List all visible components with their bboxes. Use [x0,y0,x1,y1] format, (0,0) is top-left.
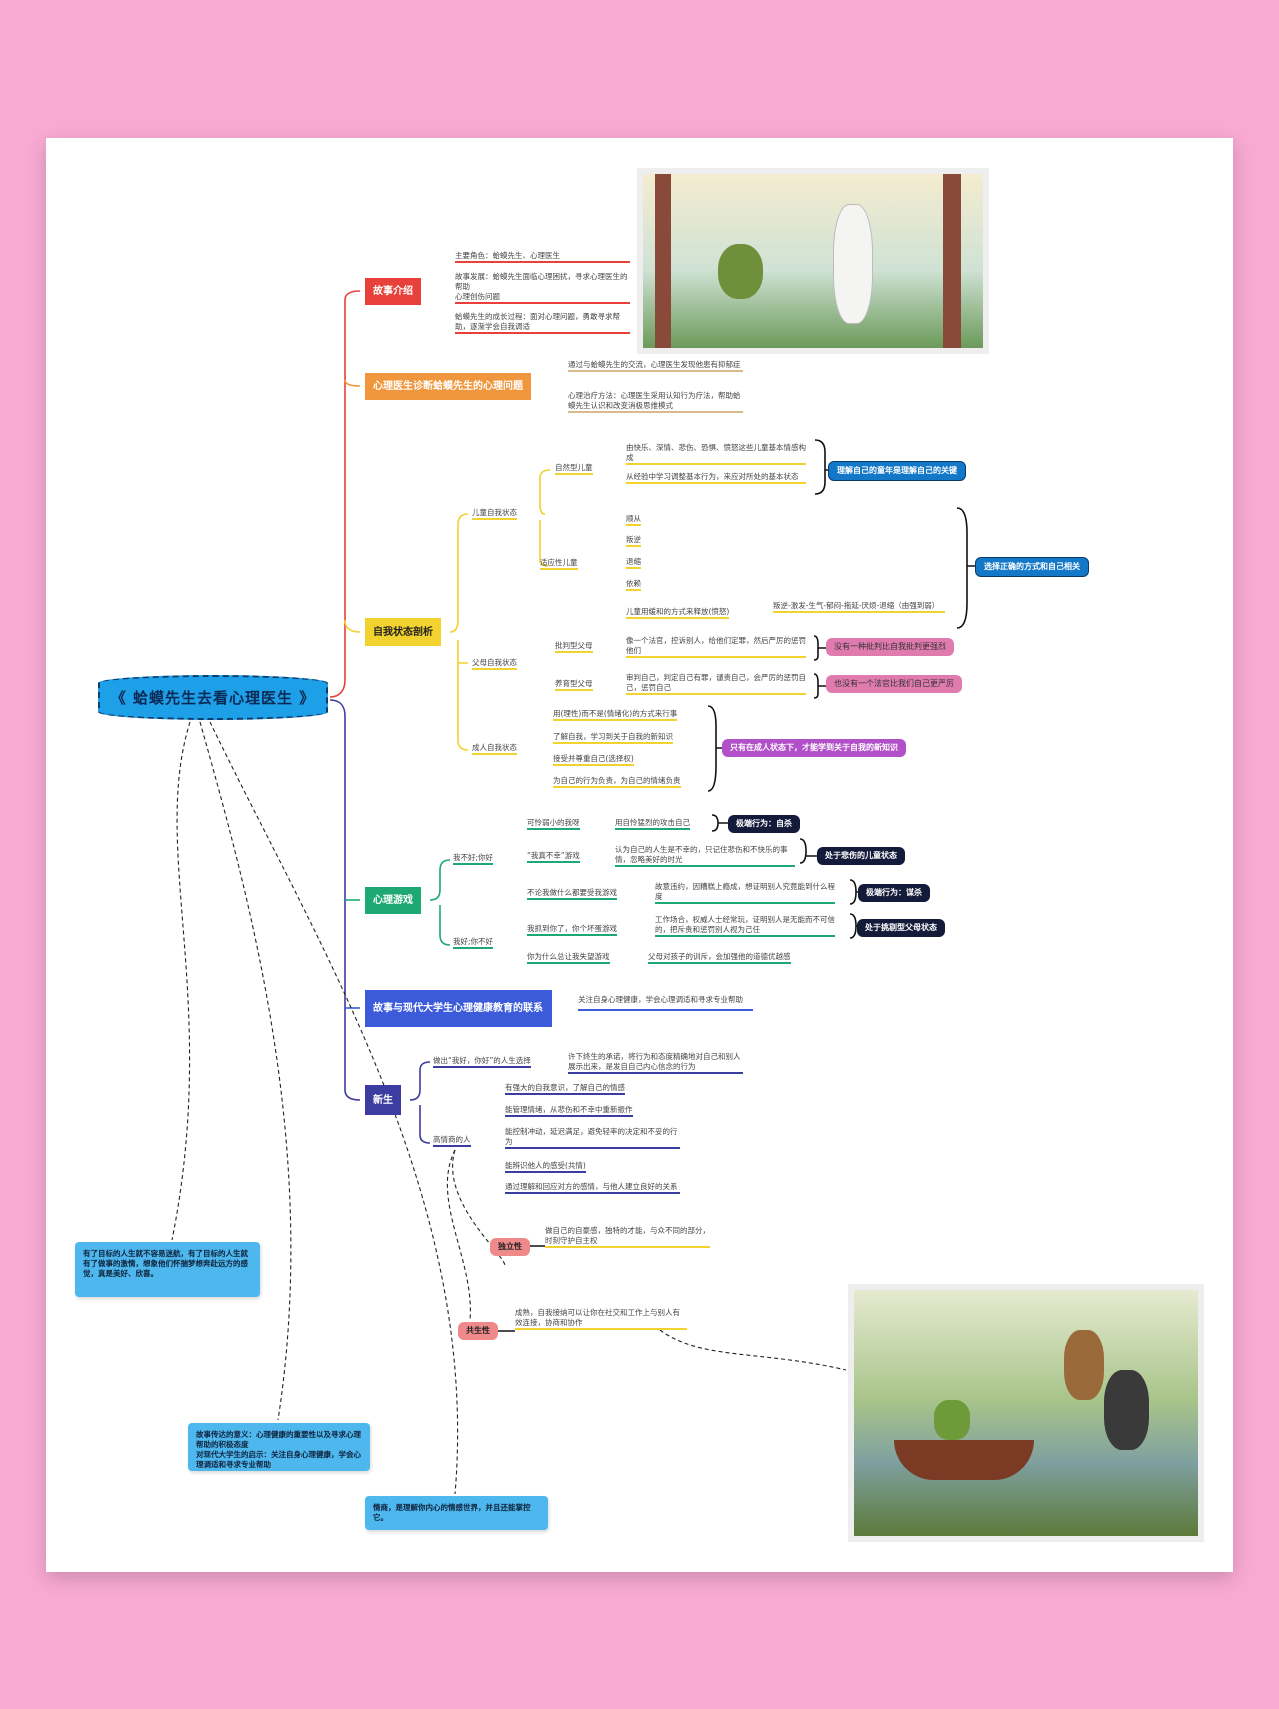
note-eq: 情商，是理解你内心的情感世界，并且还能掌控它。 [365,1496,548,1530]
diagnosis-item: 通过与蛤蟆先生的交流，心理医生发现他患有抑郁症 [568,360,743,372]
topic-ego-states[interactable]: 自我状态剖析 [365,618,441,646]
note-goal: 有了目标的人生就不容易迷航，有了目标的人生就有了做事的激情，想象他们怀揣梦想奔赴… [75,1242,260,1297]
adaptive-item: 退缩 [626,557,641,569]
critical-parent: 批判型父母 [555,641,593,653]
game-group: 我不好;你好 [453,853,494,865]
symbiosis-node: 共生性 [458,1322,498,1340]
otter-figure [1064,1330,1104,1400]
game-summary: 处于悲伤的儿童状态 [817,847,905,865]
eq-item: 通过理解和回应对方的感情，与他人建立良好的关系 [505,1182,680,1194]
eq-item: 能控制冲动，延迟满足，避免轻率的决定和不妥的行为 [505,1127,680,1149]
adult-item: 用(理性)而不是(情绪化)的方式来行事 [553,709,678,721]
life-choice: 做出“我好，你好”的人生选择 [433,1056,531,1068]
heron-figure [833,204,873,324]
adaptive-detail: 叛逆-激发-生气-郁闷-拖延-厌烦-退缩（由强到弱） [773,601,945,613]
adaptive-item: 顺从 [626,514,641,526]
game-detail: 工作场合，权威人士经常玩，证明别人是无能而不可信的，把斥责和惩罚别人视为己任 [655,915,835,937]
game: 不论我做什么都要受我游戏 [527,888,617,900]
game: 我抓到你了，你个坏蛋游戏 [527,924,617,936]
story-item: 主要角色：蛤蟆先生、心理医生 [455,251,630,263]
game-detail: 认为自己的人生是不幸的，只记住悲伤和不快乐的事情，忽略美好的时光 [615,845,795,867]
note-meaning: 故事传达的意义：心理健康的重要性以及寻求心理帮助的积极态度 对现代大学生的启示：… [188,1423,370,1471]
story-item: 蛤蟆先生的成长过程：面对心理问题，勇敢寻求帮助，逐渐学会自我调适 [455,312,630,334]
natural-child-item: 从经验中学习调整基本行为，来应对所处的基本状态 [626,472,806,484]
topic-rebirth[interactable]: 新生 [365,1085,401,1115]
root-title: 《 蛤蟆先生去看心理医生 》 [110,689,316,707]
story-item: 故事发展：蛤蟆先生面临心理困扰，寻求心理医生的帮助 心理创伤问题 [455,272,630,304]
topic-label: 心理医生诊断蛤蟆先生的心理问题 [373,381,523,392]
summary-critical: 没有一种批判比自我批判更强烈 [826,638,954,656]
adaptive-item: 叛逆 [626,535,641,547]
natural-child: 自然型儿童 [555,463,593,475]
adaptive-item: 依赖 [626,579,641,591]
topic-label: 自我状态剖析 [373,626,433,638]
adult-item: 接受并尊重自己(选择权) [553,754,634,766]
adaptive-item: 儿童用缓和的方式来释放(愤怒) [626,607,730,619]
independence-text: 做自己的自豪感，独特的才能，与众不同的部分，时刻守护自主权 [545,1226,710,1248]
topic-label: 故事与现代大学生心理健康教育的联系 [373,1003,543,1014]
adult-ego-state: 成人自我状态 [472,743,517,755]
wind-in-willows-illustration [848,1284,1204,1542]
topic-label: 故事介绍 [373,286,413,297]
adult-item: 了解自我，学习到关于自我的新知识 [553,732,673,744]
game: “我真不幸”游戏 [527,851,580,863]
topic-label: 心理游戏 [373,895,413,906]
summary-nurturing: 也没有一个法官比我们自己更严厉 [826,675,962,693]
root-topic[interactable]: 《 蛤蟆先生去看心理医生 》 [98,675,328,720]
child-ego-state: 儿童自我状态 [472,508,517,520]
nurturing-parent: 养育型父母 [555,679,593,691]
symbiosis-text: 成熟，自我接纳可以让你在社交和工作上与别人有效连接，协商和协作 [515,1308,687,1330]
game-summary: 极端行为：谋杀 [858,884,930,902]
topic-psych-games[interactable]: 心理游戏 [365,887,421,914]
nurturing-parent-item: 审判自己，判定自己有罪，谴责自己，会严厉的惩罚自己，惩罚自己 [626,673,806,695]
diagnosis-item: 心理治疗方法：心理医生采用认知行为疗法，帮助蛤蟆先生认识和改变消极思维模式 [568,391,743,413]
eq-item: 能辨识他人的感受(共情) [505,1161,586,1173]
high-eq-person: 高情商的人 [433,1135,471,1147]
game-detail: 用自怜猛烈的攻击自己 [615,818,690,830]
summary-choice: 选择正确的方式和自己相关 [975,557,1089,577]
game: 可怜弱小的我呀 [527,818,580,830]
game-summary: 处于挑剔型父母状态 [857,919,945,937]
eq-item: 有强大的自我意识，了解自己的情感 [505,1083,625,1095]
topic-relation[interactable]: 故事与现代大学生心理健康教育的联系 [365,990,552,1027]
toad-figure [934,1400,970,1440]
summary-childhood: 理解自己的童年是理解自己的关键 [828,461,966,481]
game-detail: 故意违约，因糟糕上瘾成，想证明别人究竟能到什么程度 [655,882,835,904]
topic-diagnosis[interactable]: 心理医生诊断蛤蟆先生的心理问题 [365,373,531,400]
game: 你为什么总让我失望游戏 [527,952,610,964]
badger-figure [1104,1370,1149,1450]
natural-child-item: 由快乐、深情、悲伤、恐惧、愤怒这些儿童基本情感构成 [626,443,806,465]
critical-parent-item: 像一个法官，控诉别人，给他们定罪，然后严厉的惩罚他们 [626,636,806,658]
parent-ego-state: 父母自我状态 [472,658,517,670]
game-group: 我好;你不好 [453,937,494,949]
game-detail: 父母对孩子的训斥，会加强他的道德优越感 [648,952,791,964]
life-choice-detail: 许下终生的承诺，将行为和态度精确地对自己和别人展示出来，是发自自己内心信念的行为 [568,1052,743,1074]
frog-figure [718,244,763,299]
topic-story-intro[interactable]: 故事介绍 [365,278,421,305]
adult-item: 为自己的行为负责，为自己的情绪负责 [553,776,681,788]
game-summary: 极端行为：自杀 [728,815,800,833]
boat [894,1440,1034,1480]
adaptive-child: 适应性儿童 [540,558,578,570]
relation-item: 关注自身心理健康，学会心理调适和寻求专业帮助 [578,995,753,1011]
summary-adult: 只有在成人状态下，才能学到关于自我的新知识 [722,739,906,757]
topic-label: 新生 [373,1094,393,1106]
independence-node: 独立性 [490,1238,530,1256]
eq-item: 能管理情绪，从悲伤和不幸中重新振作 [505,1105,633,1117]
frog-heron-illustration [637,168,989,354]
